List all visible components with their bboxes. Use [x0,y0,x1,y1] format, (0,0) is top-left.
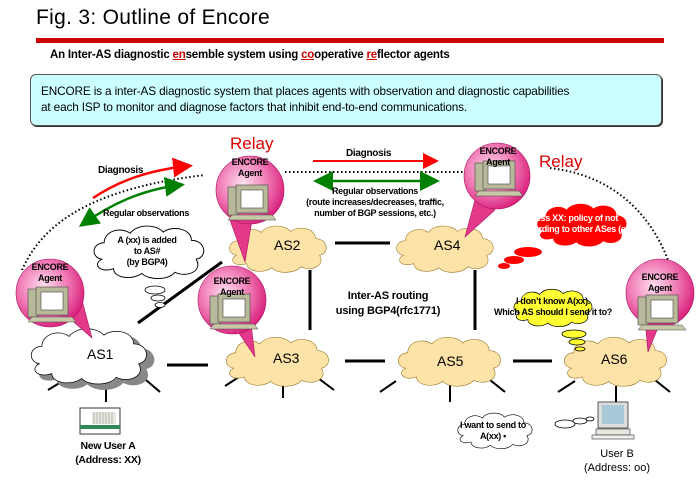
relay-path-right [549,167,671,266]
thought-send-text: I want to send to A(xx) • [460,420,526,441]
description-line-2: at each ISP to monitor and diagnose fact… [41,100,468,114]
subtitle: An Inter-AS diagnostic ensemble system u… [50,49,450,61]
thought-added-cloud [93,225,205,308]
as3-label: AS3 [273,350,300,366]
user-a-device-icon [79,407,121,435]
as5-label: AS5 [437,353,464,369]
as6-label: AS6 [601,351,628,367]
as2-label: AS2 [274,237,301,253]
user-a-address: (Address: XX) [75,454,141,466]
user-b-name: User B [600,448,634,460]
user-a-name: New User A [80,440,136,452]
subtitle-part: operative [314,49,367,61]
title-underline [36,38,664,43]
figure-title: Fig. 3: Outline of Encore [36,6,270,29]
computer-icon [209,293,259,330]
relay-label: Relay [230,134,274,153]
thought-send-cloud [457,412,595,450]
thought-error-cloud [498,203,627,269]
left-observation-arrow [78,176,185,227]
subtitle-highlight-co: co [301,49,315,61]
user-b-address: (Address: oo) [583,462,651,474]
subtitle-highlight-re: re [366,49,377,61]
computer-icon [474,160,524,197]
as4-label: AS4 [434,237,461,253]
user-b-label: User B (Address: oo) [572,447,662,475]
description-line-1: ENCORE is a inter-AS diagnostic system t… [41,84,570,98]
spokes [47,374,671,402]
computer-icon [637,294,687,331]
subtitle-part: flector agents [376,49,450,61]
top-diagnosis-label: Diagnosis [346,148,392,159]
left-diagnosis-label: Diagnosis [98,165,144,176]
subtitle-part: semble system using [185,49,302,61]
computer-icon [27,286,77,323]
user-a-label: New User A (Address: XX) [68,439,148,467]
thought-question-cloud [513,288,593,352]
thought-question-text: I don’t know A(xx). Which AS should I se… [494,296,612,317]
left-observations-label: Regular observations [103,208,190,218]
top-observations-label: Regular observations (route increases/de… [306,186,444,218]
as1-label: AS1 [87,346,114,362]
description-box: ENCORE is a inter-AS diagnostic system t… [30,74,662,126]
subtitle-part: An Inter-AS diagnostic [50,49,173,61]
routing-label: Inter-AS routing using BGP4(rfc1771) [335,290,441,317]
computer-icon [227,184,277,221]
relay-label: Relay [539,152,583,171]
link-as1-as2 [137,260,223,325]
thought-error-text: Address XX: policy of not forwarding to … [516,213,644,234]
computer-icons [27,160,687,331]
subtitle-highlight-en: en [172,49,186,61]
user-b-computer-icon [591,401,635,440]
thought-added-text: A (xx) is added to AS# (by BGP4) [117,235,177,267]
